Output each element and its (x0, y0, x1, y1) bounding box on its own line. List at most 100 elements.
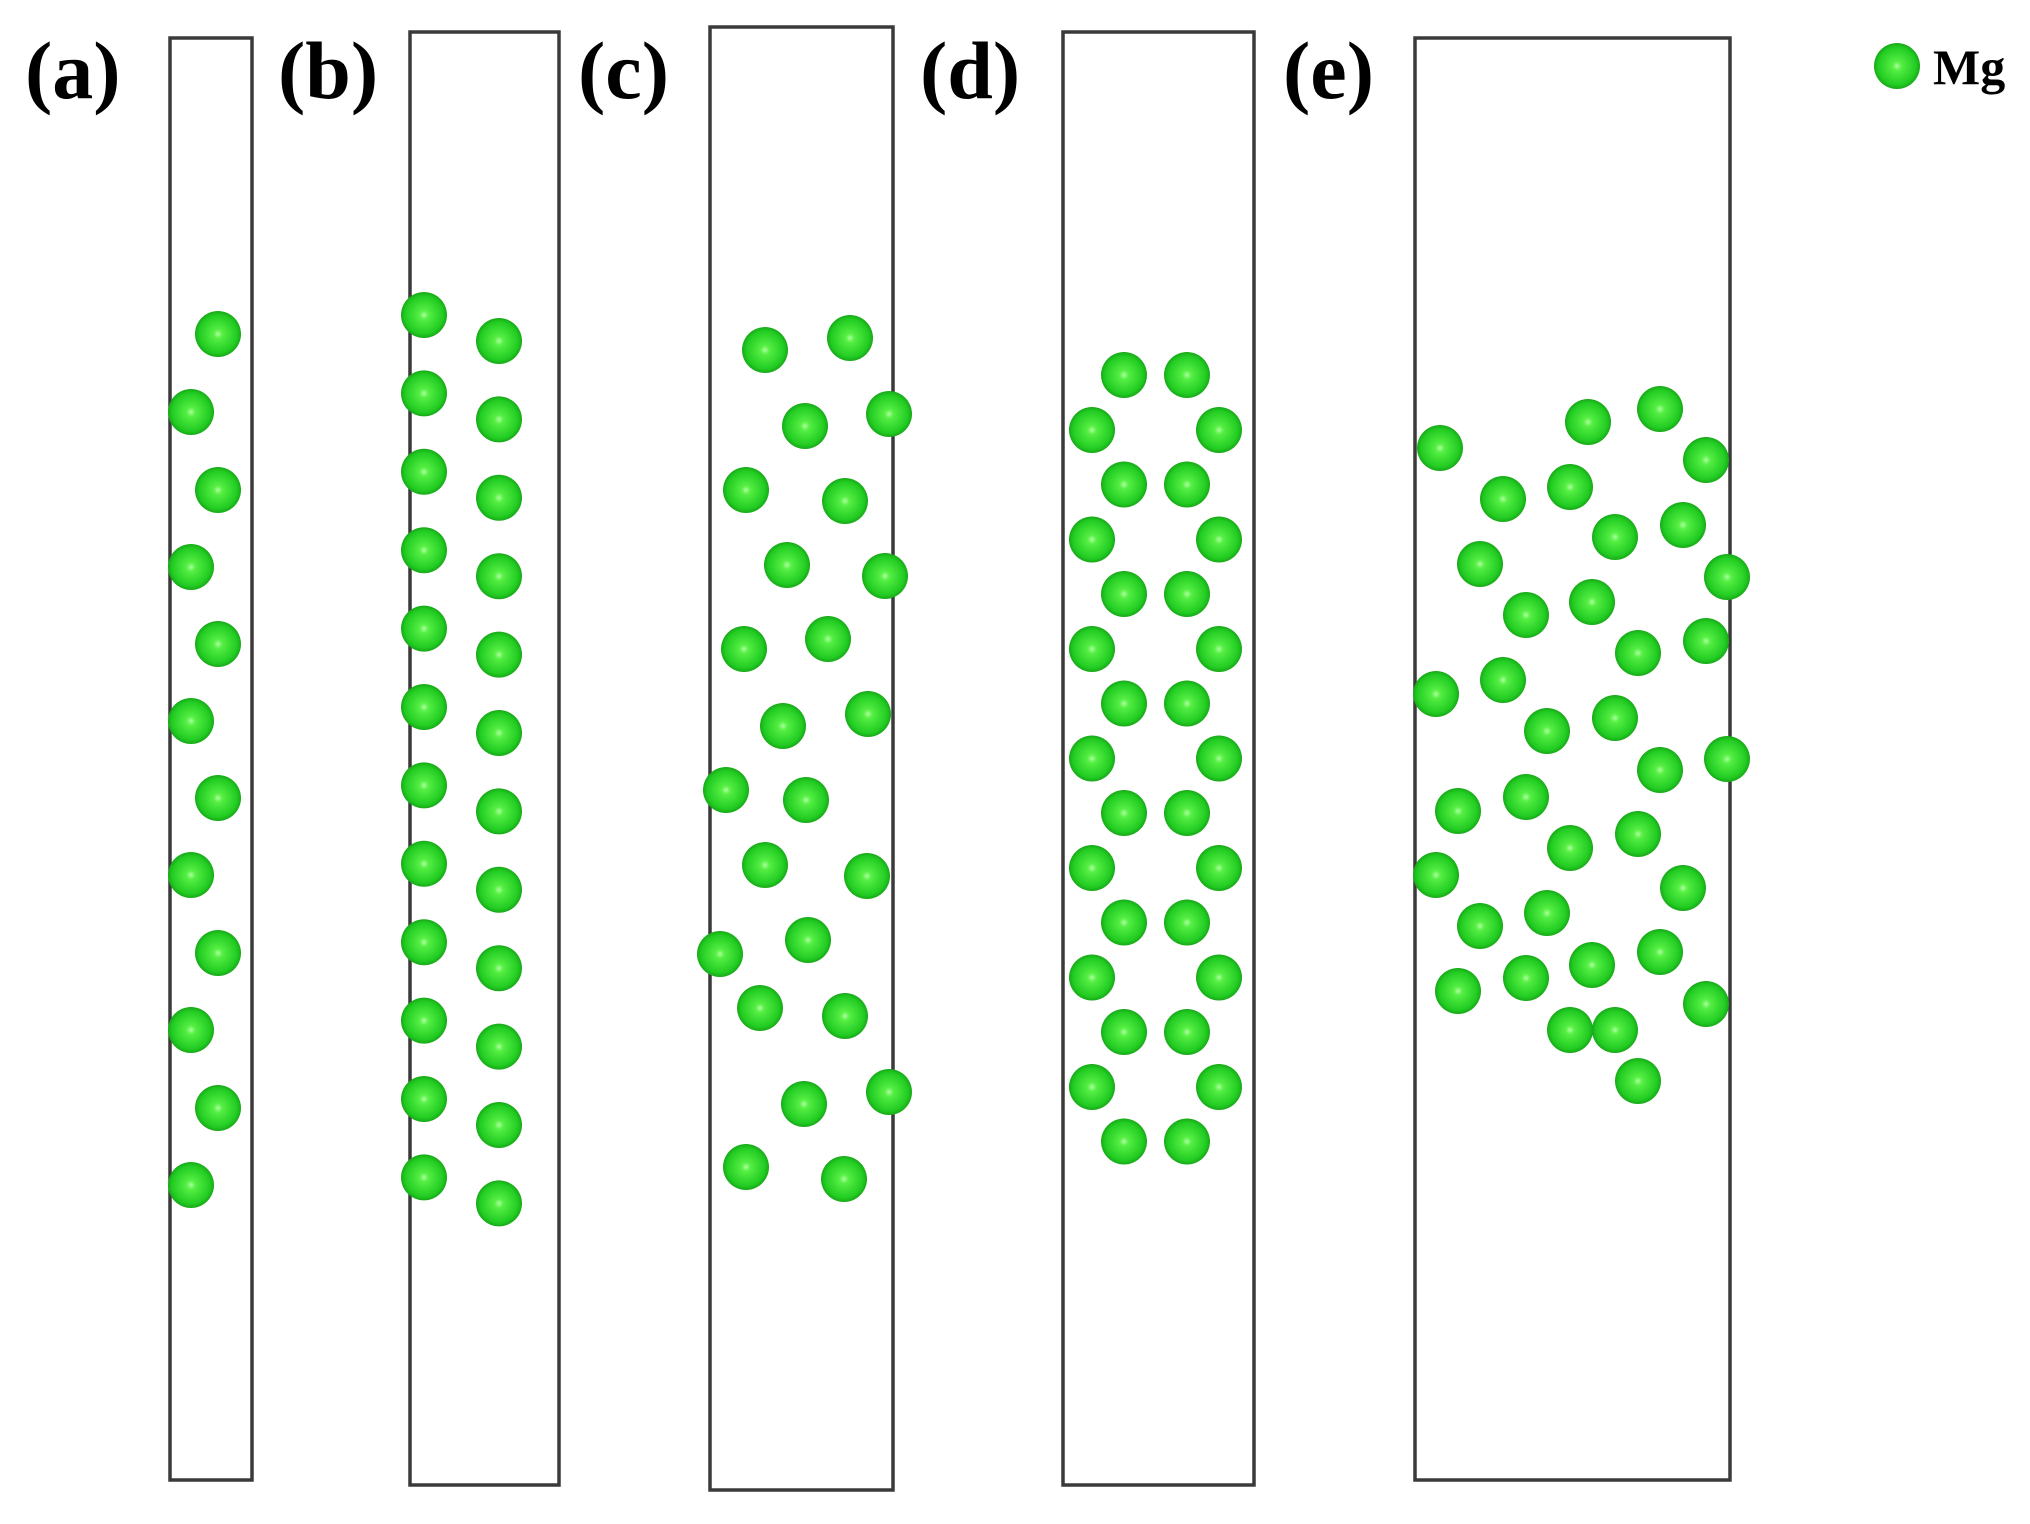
mg-atom (1101, 790, 1147, 836)
mg-atom (1196, 954, 1242, 1001)
mg-atom (821, 1156, 867, 1202)
mg-atom (764, 542, 810, 588)
mg-atom (1547, 1007, 1593, 1053)
mg-atom (1615, 630, 1661, 676)
mg-atom (1164, 899, 1210, 946)
mg-atom (1164, 1118, 1210, 1165)
cell-box-b (408, 30, 561, 1487)
mg-atom (1503, 774, 1549, 820)
mg-atom (1069, 735, 1115, 782)
mg-atom (1196, 626, 1242, 672)
mg-atom (168, 698, 214, 744)
mg-atom (782, 403, 828, 449)
panel-label-e: (e) (1283, 25, 1374, 116)
mg-atom (476, 474, 522, 521)
mg-atom (1480, 476, 1526, 522)
mg-atom (1101, 1009, 1147, 1055)
mg-atom (862, 553, 908, 599)
mg-atom (401, 1154, 447, 1201)
mg-atom (401, 370, 447, 417)
mg-atom (401, 292, 447, 338)
legend-mg-label: Mg (1933, 39, 2005, 95)
cell-box-a (168, 36, 254, 1482)
mg-atom (195, 1085, 241, 1131)
mg-atom (1101, 461, 1147, 508)
atoms-panel-d (1069, 352, 1242, 1165)
mg-atom (1435, 788, 1481, 834)
mg-atom (1637, 929, 1683, 975)
mg-atom (723, 1144, 769, 1190)
mg-atom (476, 945, 522, 992)
mg-atom (1569, 579, 1615, 625)
mg-atom (1503, 955, 1549, 1001)
mg-atom (195, 467, 241, 513)
mg-atom (476, 710, 522, 756)
mg-atom (1480, 657, 1526, 703)
mg-atom (1164, 680, 1210, 727)
mg-atom (781, 1081, 827, 1127)
mg-atom (1101, 680, 1147, 727)
mg-atom (1565, 399, 1611, 445)
mg-atom (1683, 437, 1729, 483)
mg-atom (737, 985, 783, 1031)
mg-atom (168, 1162, 214, 1208)
mg-atom (1413, 852, 1459, 898)
mg-atom (1196, 1064, 1242, 1110)
mg-atom (476, 318, 522, 364)
atoms-panel-a (168, 311, 241, 1208)
mg-atom (1503, 592, 1549, 638)
mg-atom (195, 621, 241, 667)
mg-atom (760, 703, 806, 749)
legend-mg-atom-icon (1874, 43, 1920, 89)
mg-atom (1683, 618, 1729, 664)
mg-atom (1069, 626, 1115, 672)
mg-atom (1164, 352, 1210, 398)
mg-atom (1592, 695, 1638, 741)
mg-atom (723, 467, 769, 513)
mg-atom (805, 616, 851, 662)
mg-atom (1435, 968, 1481, 1014)
mg-atom (1196, 407, 1242, 453)
panel-label-a: (a) (25, 25, 121, 116)
mg-atom (1101, 352, 1147, 398)
mg-atom (827, 315, 873, 361)
mg-atom (721, 626, 767, 672)
mg-atom (1413, 671, 1459, 717)
mg-atom (1660, 865, 1706, 911)
mg-atom (401, 527, 447, 574)
mg-atom (1196, 516, 1242, 563)
mg-atom (401, 840, 447, 887)
mg-atom (1457, 903, 1503, 949)
mg-atom (195, 930, 241, 976)
mg-atom (476, 788, 522, 835)
mg-atom (697, 931, 743, 977)
mg-atom (845, 691, 891, 737)
mg-atom (1069, 845, 1115, 891)
mg-atom (1069, 1064, 1115, 1110)
mg-atom (866, 391, 912, 437)
mg-atom (822, 478, 868, 524)
mg-atom (1196, 735, 1242, 782)
mg-atom (1704, 554, 1750, 600)
atoms-panel-c (697, 315, 912, 1202)
mg-atom (168, 544, 214, 590)
panel-label-d: (d) (920, 25, 1020, 116)
mg-atom (1164, 1009, 1210, 1055)
atoms-panel-e (1413, 386, 1750, 1104)
mg-atom (1592, 514, 1638, 560)
mg-atom (1592, 1007, 1638, 1053)
mg-atom (844, 853, 890, 899)
mg-atom (476, 866, 522, 913)
mg-atom (1660, 502, 1706, 548)
mg-atom (401, 1076, 447, 1122)
mg-atom (168, 389, 214, 435)
mg-atom (1101, 571, 1147, 617)
mg-atom (1683, 981, 1729, 1027)
mg-atom (168, 852, 214, 898)
panel-label-c: (c) (578, 25, 669, 116)
mg-atom (401, 605, 447, 652)
mg-atom (866, 1069, 912, 1115)
mg-atom (1547, 464, 1593, 510)
mg-atom (476, 1180, 522, 1227)
mg-atom (168, 1007, 214, 1053)
